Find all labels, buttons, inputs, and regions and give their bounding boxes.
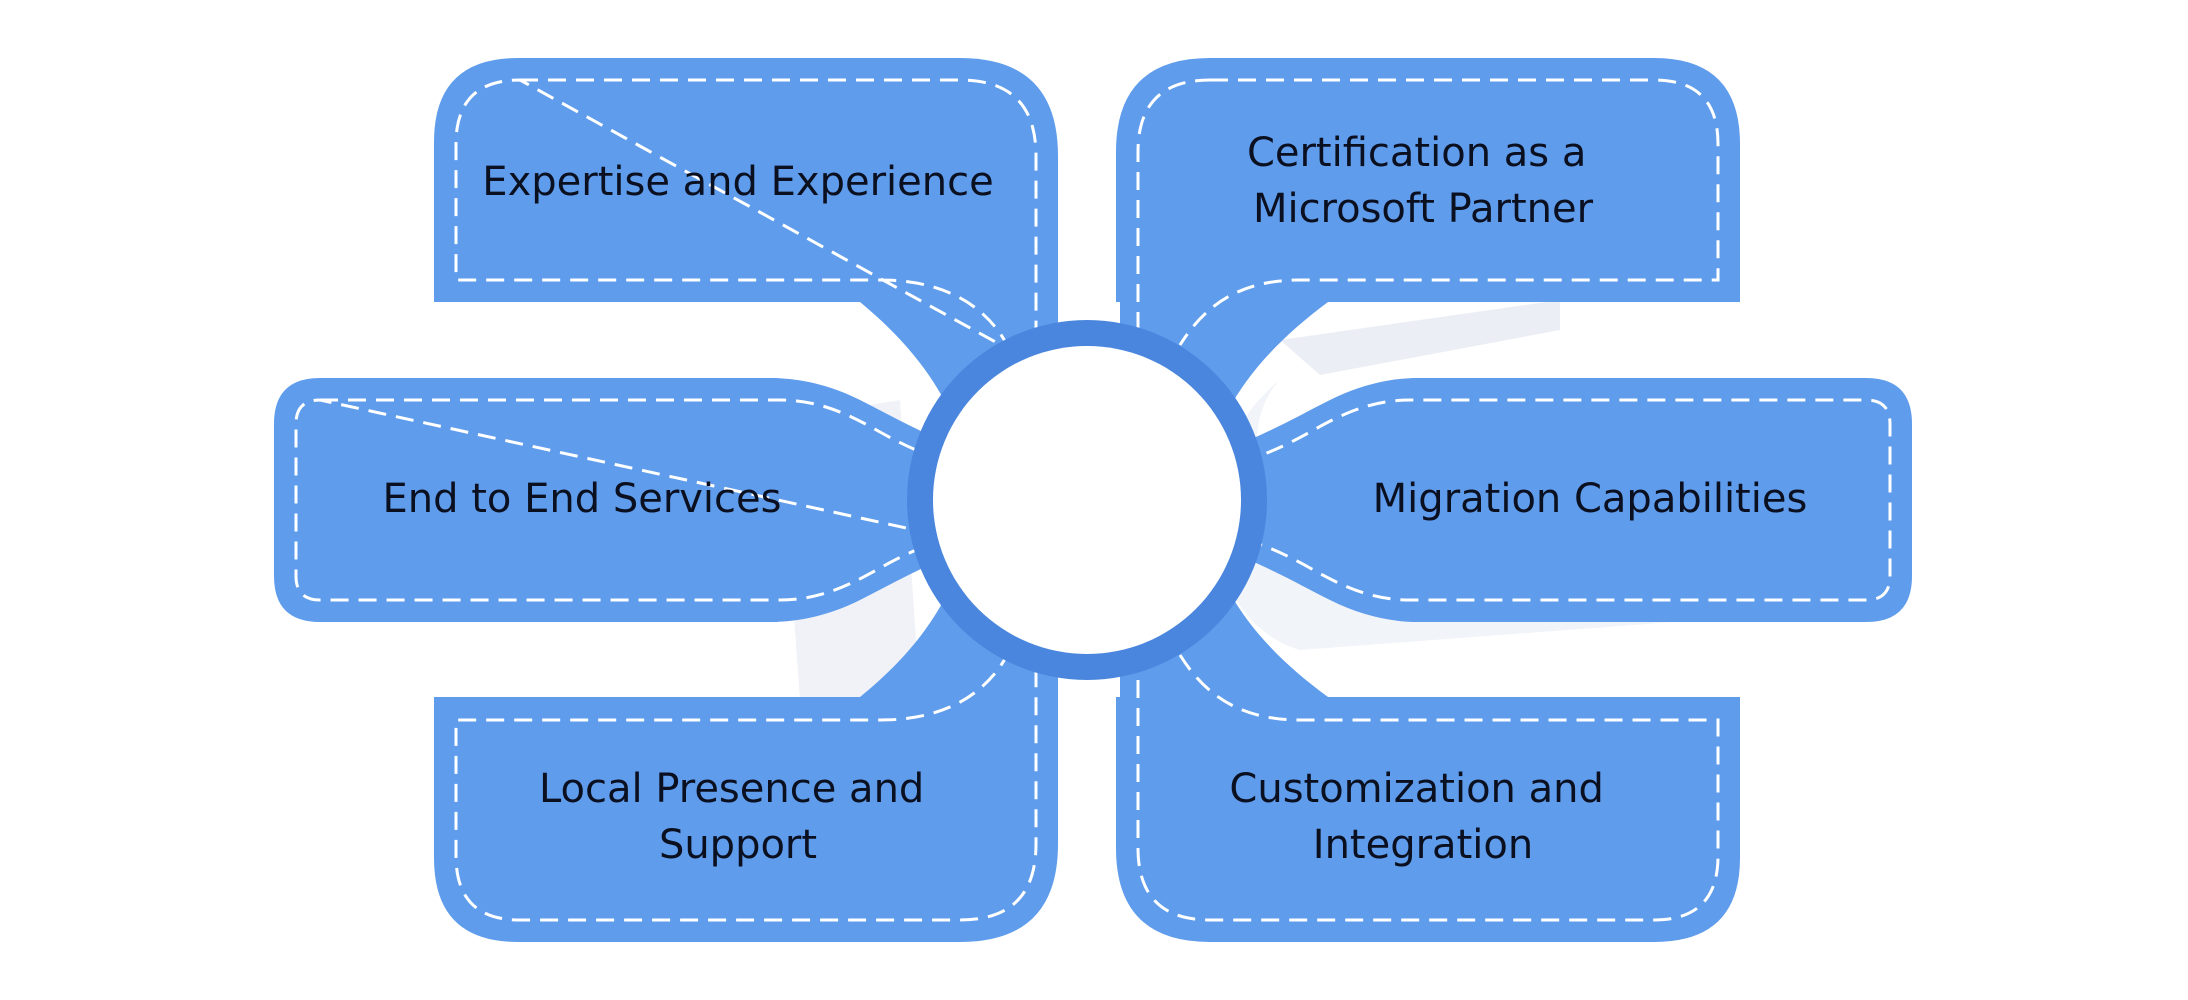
watermark-shape	[1280, 300, 1560, 375]
dash-expertise	[454, 78, 1038, 354]
box-local-presence	[434, 697, 1058, 942]
hub	[907, 320, 1267, 680]
label-line: Integration	[1313, 822, 1533, 868]
label-local-presence: Local Presence and Support	[539, 766, 937, 868]
labels: Expertise and Experience Certification a…	[382, 130, 1807, 868]
boxes	[274, 58, 1912, 942]
dash-local-presence	[454, 649, 1038, 922]
dash-certification	[1136, 78, 1720, 346]
dashed-outlines	[294, 78, 1892, 922]
box-migration	[1412, 378, 1912, 622]
label-line: Customization and	[1229, 766, 1603, 812]
label-line: Migration Capabilities	[1373, 476, 1808, 522]
label-line: Certification as a	[1247, 130, 1586, 176]
label-customization: Customization and Integration	[1229, 766, 1616, 868]
hub-center	[933, 346, 1241, 654]
box-customization	[1116, 697, 1740, 942]
label-migration: Migration Capabilities	[1373, 476, 1808, 522]
label-end-to-end: End to End Services	[382, 476, 781, 522]
label-line: Local Presence and	[539, 766, 924, 812]
box-certification	[1116, 58, 1740, 302]
label-expertise: Expertise and Experience	[482, 159, 993, 205]
connector-left	[770, 378, 960, 622]
label-line: Microsoft Partner	[1253, 186, 1594, 232]
label-line: End to End Services	[382, 476, 781, 522]
label-line: Support	[659, 822, 817, 868]
label-certification: Certification as a Microsoft Partner	[1247, 130, 1599, 232]
box-end-to-end	[274, 378, 778, 622]
label-line: Expertise and Experience	[482, 159, 993, 205]
dash-migration	[1239, 398, 1892, 602]
dash-customization	[1136, 654, 1720, 922]
connector-right	[1230, 378, 1418, 622]
